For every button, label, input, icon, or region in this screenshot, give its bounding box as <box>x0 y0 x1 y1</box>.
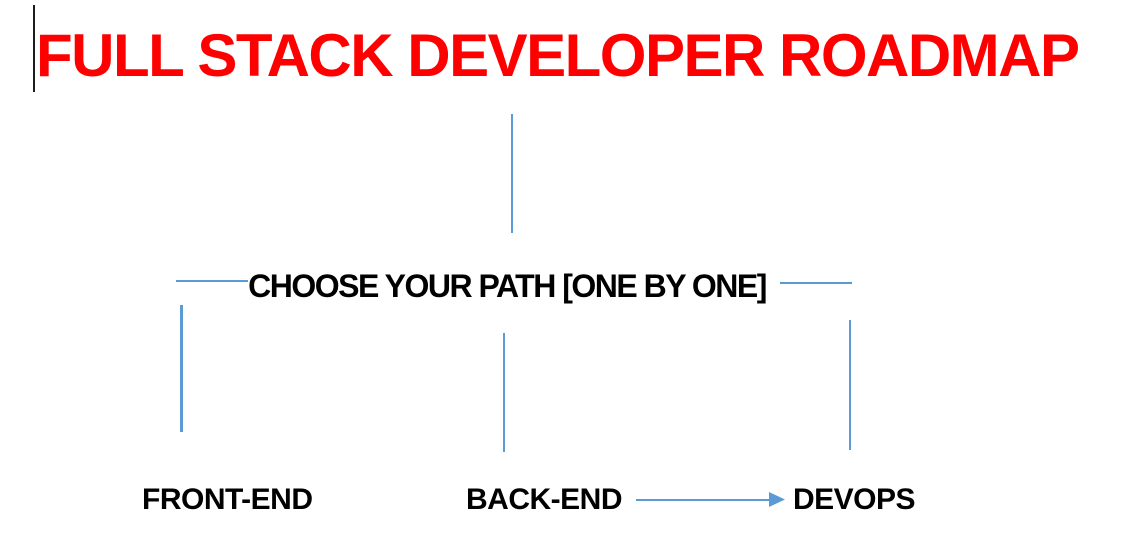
connector-hub-to-frontend <box>180 305 183 432</box>
text-cursor-rule <box>33 5 35 92</box>
node-devops: DEVOPS <box>793 483 916 516</box>
connector-hub-to-backend <box>503 333 505 452</box>
page-title: FULL STACK DEVELOPER ROADMAP <box>36 22 1080 89</box>
connector-hub-left <box>176 280 248 282</box>
node-frontend: FRONT-END <box>142 483 313 516</box>
arrow-backend-to-devops <box>636 499 772 501</box>
connector-title-to-hub <box>511 114 513 233</box>
arrowhead-right-icon <box>769 492 785 507</box>
node-backend: BACK-END <box>466 483 623 516</box>
hub-label: CHOOSE YOUR PATH [ONE BY ONE] <box>248 268 767 304</box>
connector-hub-right <box>780 282 852 284</box>
connector-hub-to-devops <box>849 320 851 450</box>
